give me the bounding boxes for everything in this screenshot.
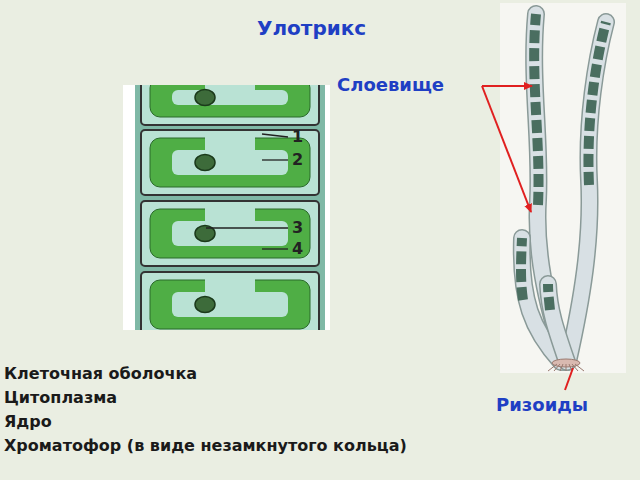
clip-bottom — [123, 330, 330, 350]
title: Улотрикс — [257, 16, 366, 40]
cytoplasm — [172, 221, 288, 246]
legend-line: Ядро — [4, 412, 52, 431]
cytoplasm — [172, 150, 288, 175]
chromatophore-gap — [205, 207, 255, 223]
cell-wall — [141, 272, 319, 337]
chromatophore-gap — [205, 136, 255, 152]
callout-number: 1 — [292, 127, 303, 146]
rhizoid — [548, 364, 557, 371]
filament-body — [548, 284, 567, 362]
nucleus — [195, 90, 215, 106]
callout-number: 4 — [292, 239, 303, 258]
filament-cells — [548, 284, 550, 310]
callout-number: 3 — [292, 218, 303, 237]
filament-outline — [568, 22, 606, 362]
rhizoid — [575, 364, 584, 371]
chromatophore-gap — [205, 278, 255, 294]
leader-lines — [206, 134, 288, 249]
filament-cells — [588, 22, 606, 185]
cell-filament — [123, 60, 330, 350]
part-label: Слоевище — [337, 74, 444, 95]
rhizoid — [566, 364, 567, 371]
filament-body — [568, 22, 606, 362]
rhizoid — [554, 364, 560, 371]
callout-number: 2 — [292, 150, 303, 169]
nucleus — [195, 155, 215, 171]
rhizoid — [560, 364, 563, 371]
nucleus — [195, 297, 215, 313]
filament-cells — [521, 238, 523, 300]
part-label: Ризоиды — [496, 394, 588, 415]
cytoplasm — [172, 292, 288, 317]
clip-top — [123, 60, 330, 85]
cytoplasm — [172, 90, 288, 105]
legend-line: Цитоплазма — [4, 388, 117, 407]
filament-outline — [548, 284, 567, 362]
legend-line: Клеточная оболочка — [4, 364, 197, 383]
cell-wall — [141, 201, 319, 266]
pointer-arrows — [482, 86, 573, 390]
legend-line: Хроматофор (в виде незамкнутого кольца) — [4, 436, 407, 455]
thallus-panel — [500, 3, 626, 373]
filament-cells — [534, 14, 538, 205]
thallus — [521, 14, 606, 371]
